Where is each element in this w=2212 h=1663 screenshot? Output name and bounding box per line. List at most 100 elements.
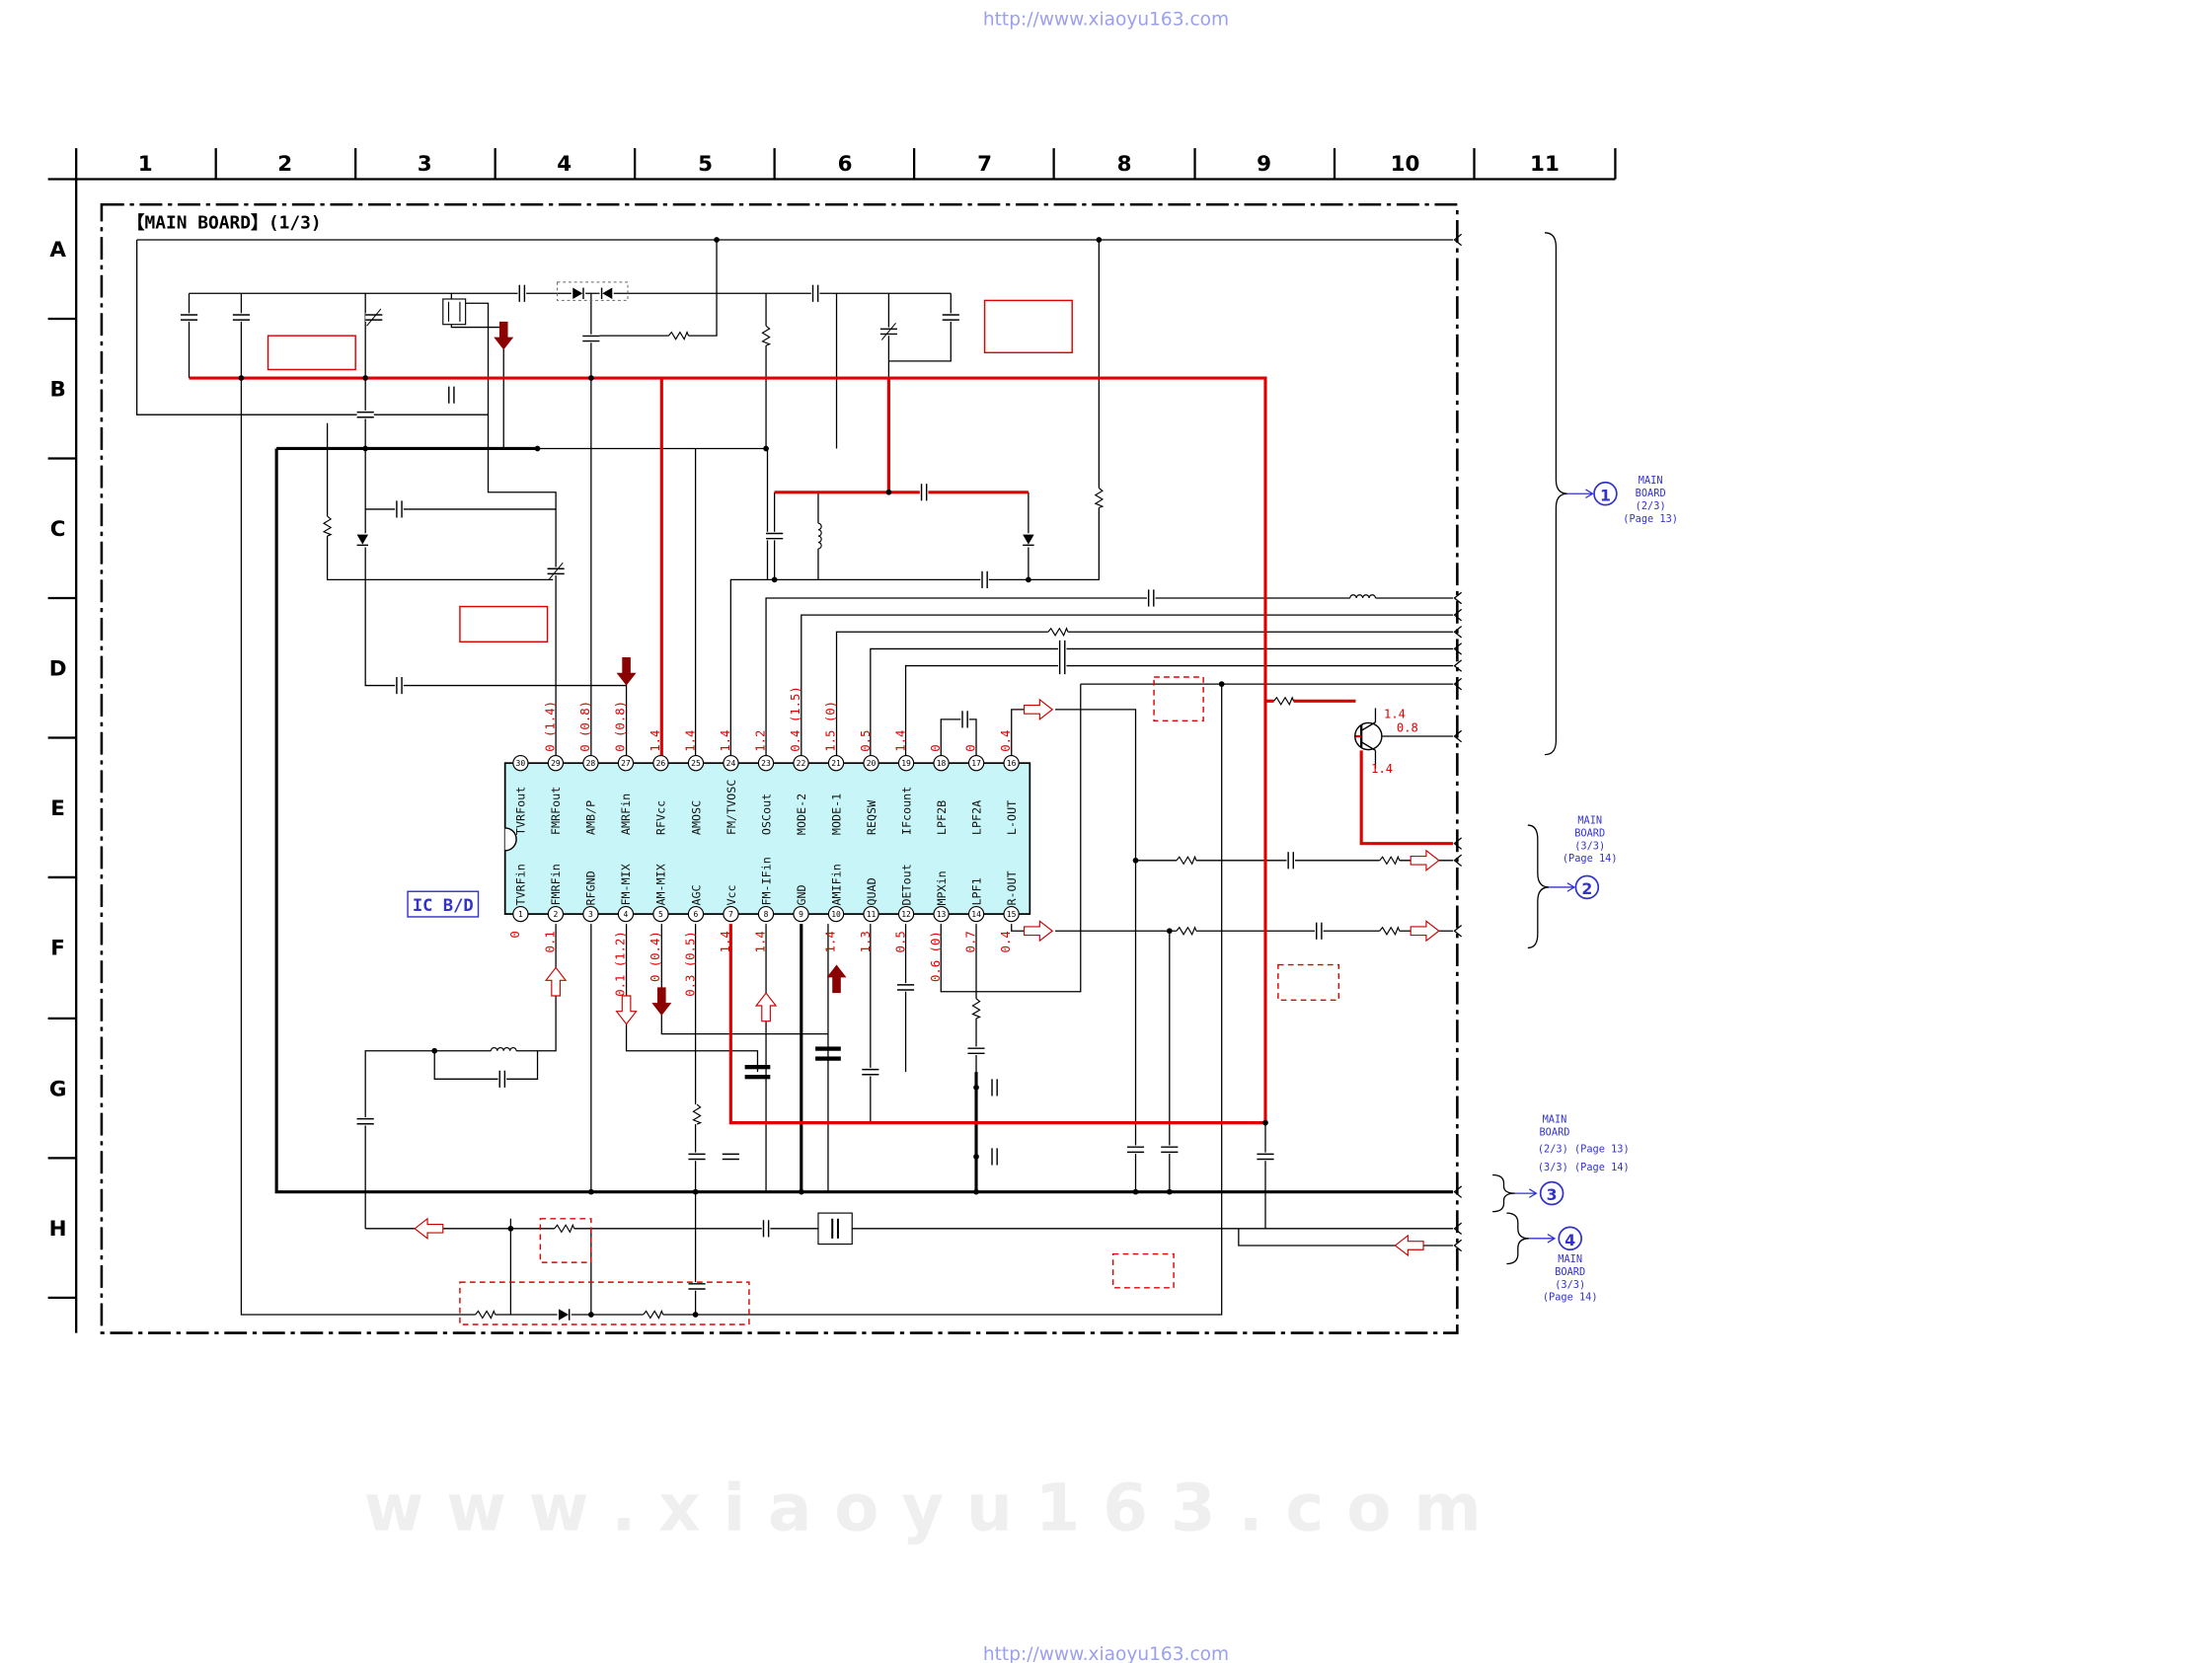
pin-voltage: 0 <box>508 931 522 938</box>
ic-pin-number: 26 <box>656 759 666 768</box>
ic-pin-number: 27 <box>621 759 631 768</box>
pin-voltage: 0 <box>929 744 943 751</box>
grid-ruler: 1 2 3 4 5 6 7 8 9 10 11 A B C D E F G H <box>47 148 1617 1333</box>
resistor-symbol <box>692 1103 702 1125</box>
ic-pin-label: FM-MIX <box>619 864 633 905</box>
connector-2: 2 MAIN BOARD (3/3) (Page 14) <box>1527 815 1618 949</box>
connector-brace <box>1506 1212 1530 1265</box>
ic-pin-26 <box>652 755 669 772</box>
ic-pin-number: 21 <box>831 759 841 768</box>
ic-pin-10 <box>827 905 845 923</box>
connector-text: MAIN <box>1558 1253 1582 1265</box>
ic-pin-27 <box>617 755 635 772</box>
components <box>180 281 1401 1323</box>
ic-pin-11 <box>863 905 879 923</box>
am-signal-arrow <box>616 656 637 686</box>
pin-voltage: 1.4 <box>648 730 662 752</box>
transistor-voltage: 1.4 <box>1371 762 1393 776</box>
connector-number-circle <box>1593 481 1618 506</box>
pin-voltage: 1.2 <box>754 730 768 752</box>
resistor-symbol <box>1273 696 1295 707</box>
capacitor-symbol <box>232 312 251 323</box>
capacitor-symbol <box>979 570 990 589</box>
column-label: 10 <box>1391 152 1420 177</box>
column-label: 7 <box>977 152 992 177</box>
ic-pin-label: MODE-2 <box>795 794 808 835</box>
ic-pin-29 <box>547 755 565 772</box>
connector-text: (Page 14) <box>1563 853 1618 865</box>
ic-pin-number: 9 <box>799 910 803 919</box>
connector-text: (3/3) <box>1555 1279 1585 1291</box>
pin-voltage: 0 <box>964 744 978 751</box>
capacitor-symbol <box>959 710 970 729</box>
capacitor-symbol <box>687 1281 707 1292</box>
header-url[interactable]: http://www.xiaoyu163.com <box>983 10 1229 31</box>
ic-pin-17 <box>967 755 985 772</box>
column-label: 4 <box>557 152 572 177</box>
column-label: 6 <box>838 152 853 177</box>
ic-pin-number: 19 <box>901 759 911 768</box>
ic-pin-label: LPF2B <box>935 800 949 835</box>
column-label: 9 <box>1257 152 1271 177</box>
transistor-symbol: 1.4 0.8 1.4 <box>1354 707 1418 776</box>
marker-box <box>1277 963 1340 1002</box>
fm-signal-arrow <box>615 995 638 1025</box>
pin-voltage: 0.5 <box>859 730 873 752</box>
ic-pin-6 <box>687 905 705 923</box>
ic-pin-number: 20 <box>867 759 877 768</box>
footer-url[interactable]: http://www.xiaoyu163.com <box>983 1644 1229 1663</box>
ground-wires <box>274 446 1454 1194</box>
connector-arrow <box>1529 1233 1557 1244</box>
edge-connector-marks <box>1453 233 1463 1252</box>
ic-pin-label: REQSW <box>865 799 878 835</box>
rf-transformer-symbol <box>442 298 467 326</box>
ic-pin-number: 18 <box>937 759 947 768</box>
pin-voltage: 1.4 <box>754 931 768 952</box>
fm-signal-arrow <box>414 1218 444 1240</box>
pin-voltage: 0 (0.8) <box>578 701 592 752</box>
capacitor-symbol <box>1285 851 1296 870</box>
resistor-symbol <box>1176 855 1197 866</box>
ic-pin-label: AMRFin <box>619 794 633 835</box>
ic-pin-4 <box>617 905 635 923</box>
pin-voltage: 0.3 (0.5) <box>684 931 698 997</box>
row-label: F <box>50 937 65 961</box>
marker-box <box>1153 676 1204 722</box>
connector-text: MAIN <box>1577 815 1602 827</box>
connector-text: (3/3) <box>1574 840 1605 852</box>
ic-pin-22 <box>793 755 809 772</box>
capacitor-symbol <box>180 312 198 323</box>
ic-pin-label: AM-MIX <box>654 864 668 905</box>
ic-pin-23 <box>757 755 775 772</box>
ic-pin-number: 1 <box>518 910 523 919</box>
connector-number-circle <box>1558 1226 1582 1251</box>
capacitor-symbol <box>394 676 405 695</box>
connector-text: MAIN <box>1543 1114 1567 1126</box>
connector-text: (3/3) (Page 14) <box>1538 1162 1630 1173</box>
ic-pin-label: FMRFout <box>549 787 563 835</box>
ic-pin-25 <box>687 755 705 772</box>
ic-pin-label: AMB/P <box>584 800 598 835</box>
capacitor-symbol <box>989 1078 1000 1097</box>
ic-pin-number: 2 <box>553 910 558 919</box>
ic-pin-label: MODE-1 <box>829 794 843 835</box>
ic-pin-number: 10 <box>831 910 841 919</box>
pin-voltage: 1.4 <box>894 730 908 752</box>
row-label: E <box>50 796 65 821</box>
diode-symbol <box>571 285 586 302</box>
connector-text: (2/3) (Page 13) <box>1538 1144 1630 1156</box>
ic-pin-label: LPF1 <box>969 877 983 905</box>
ic-pin-20 <box>863 755 879 772</box>
capacitor-symbol <box>394 499 405 519</box>
ic-pin-label: IFcount <box>899 787 913 835</box>
ic-pin-label: MPXin <box>935 870 949 905</box>
connector-arrow <box>1566 489 1594 499</box>
am-signal-arrow <box>494 321 514 350</box>
capacitor-symbol <box>446 385 457 405</box>
ic-pin-9 <box>793 905 809 923</box>
capacitor-symbol <box>355 1116 375 1127</box>
ic-pin-label: Vcc <box>725 884 738 905</box>
pin-voltage: 1.4 <box>824 931 838 952</box>
resistor-symbol <box>643 1310 664 1320</box>
pin-voltage: 1.4 <box>719 931 732 952</box>
